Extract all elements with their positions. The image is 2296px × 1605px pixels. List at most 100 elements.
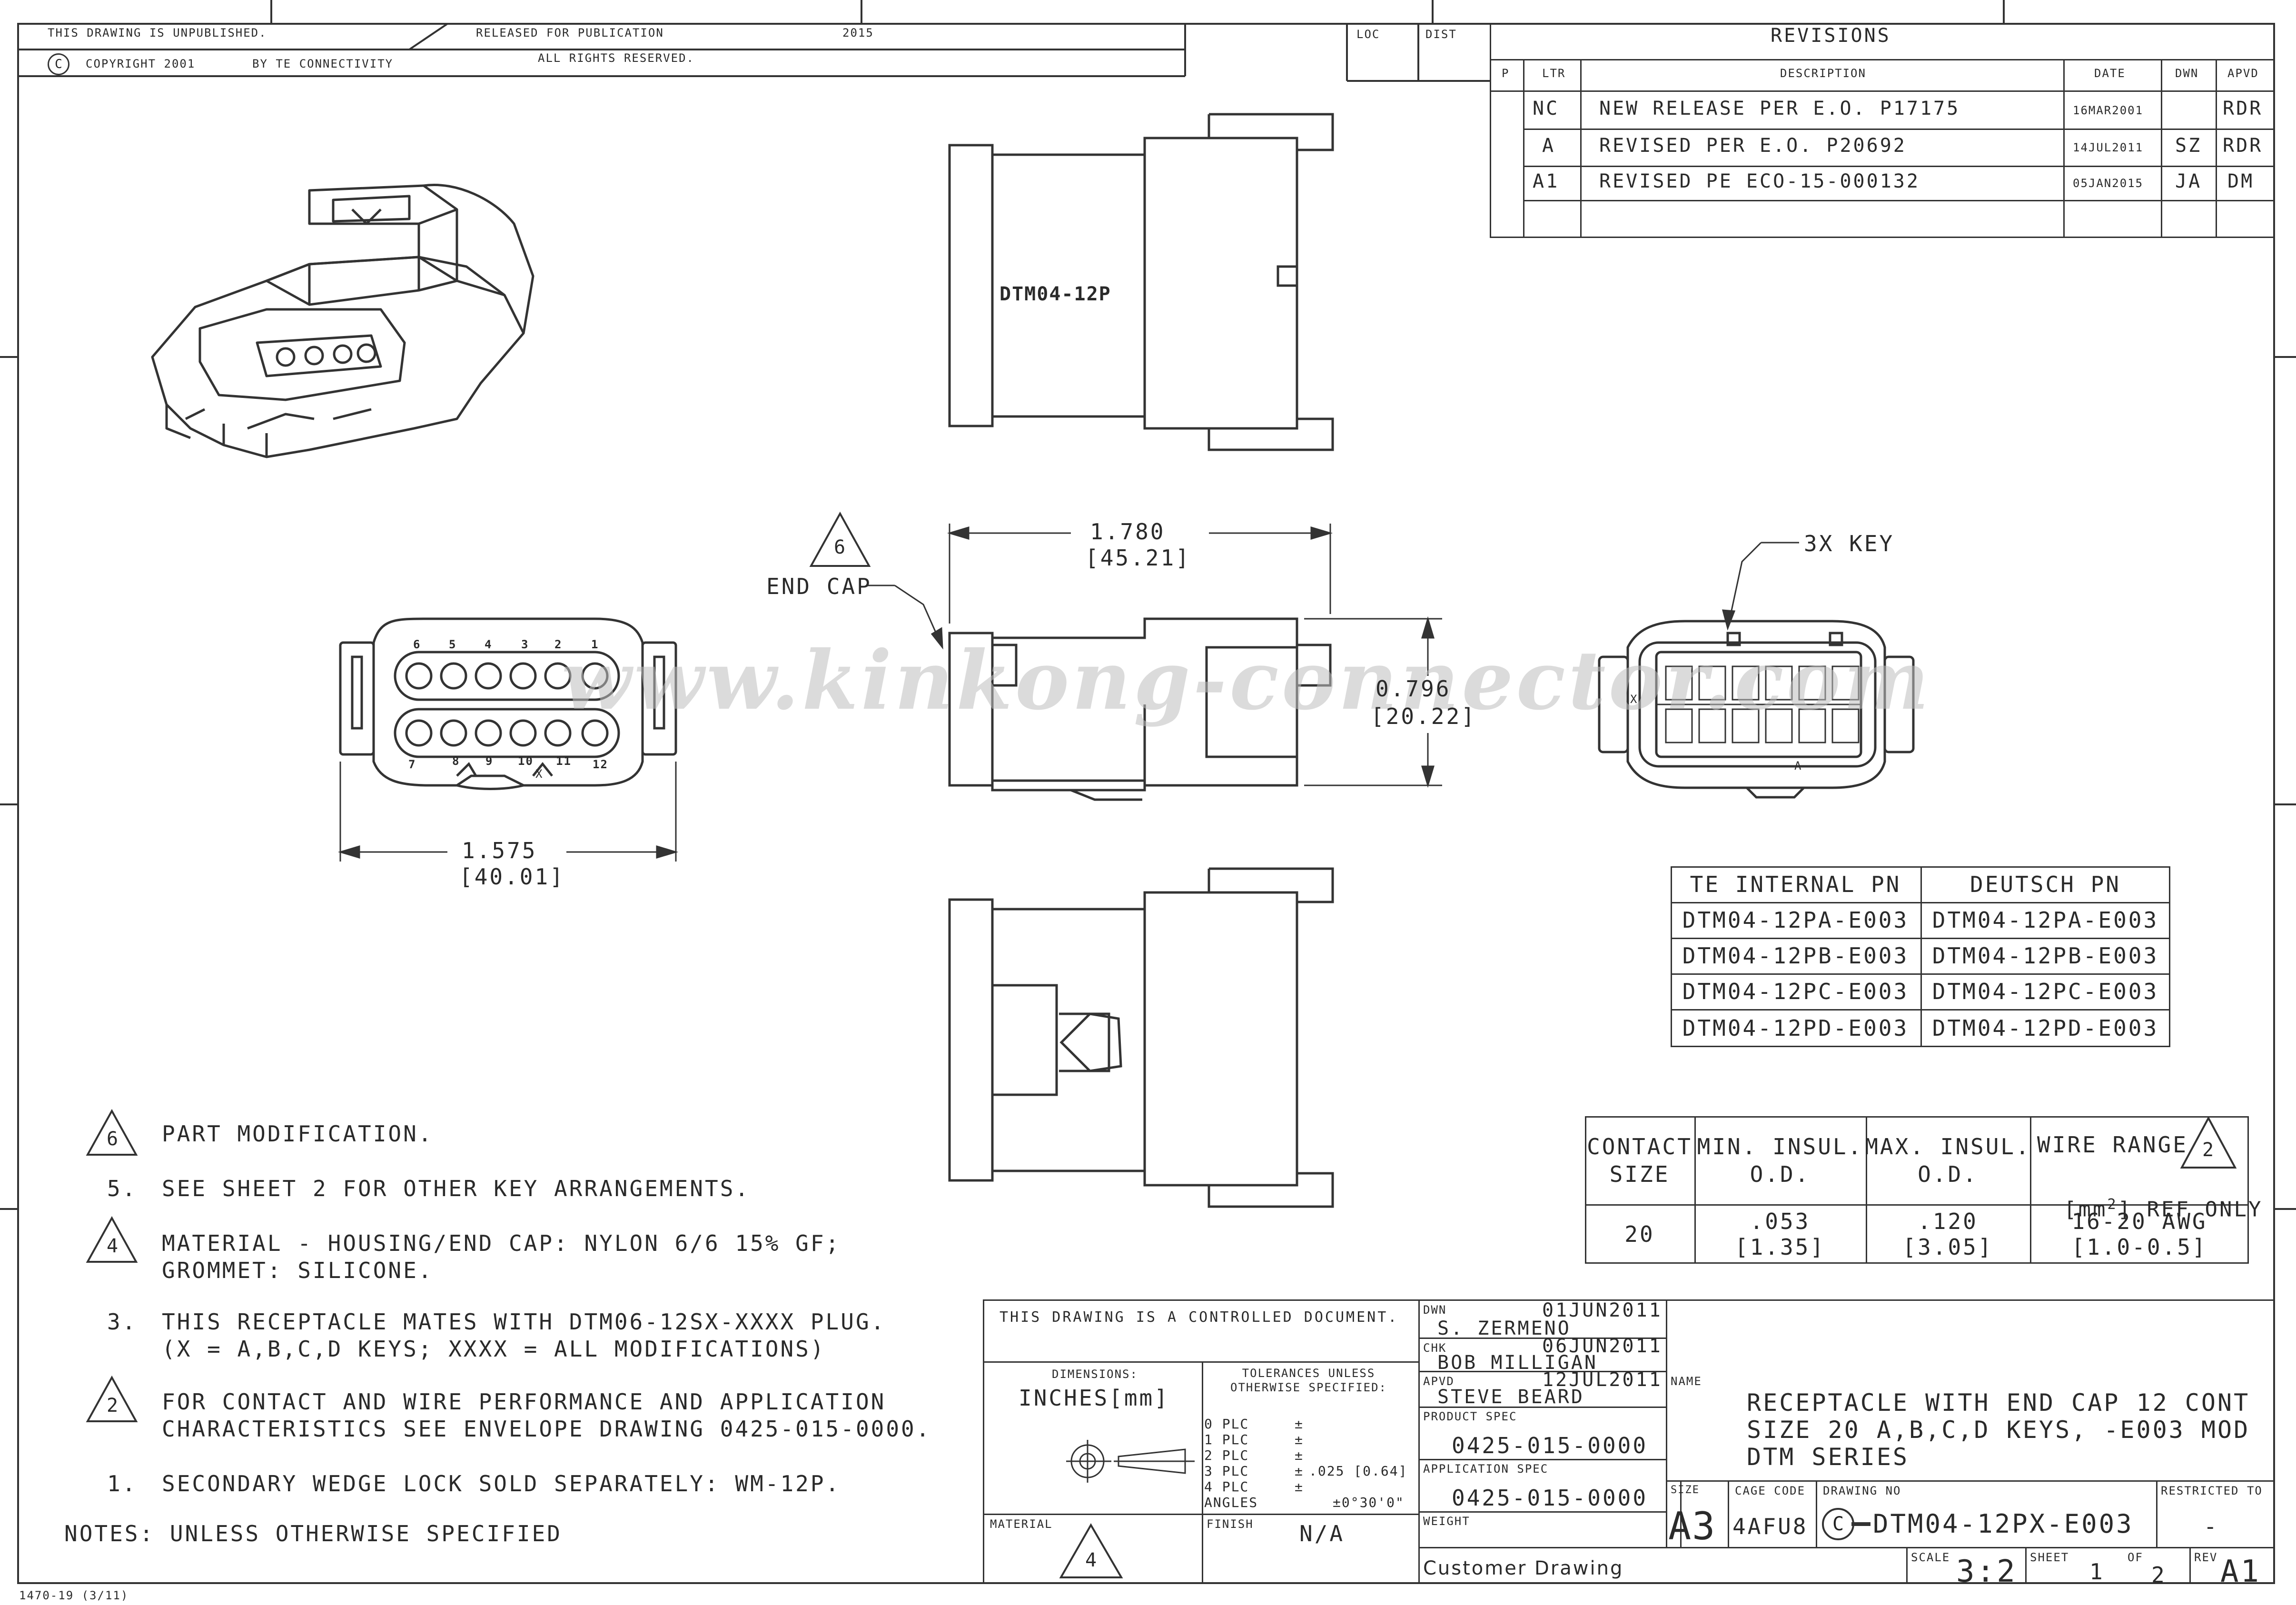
wire-header-contact: CONTACT SIZE <box>1587 1133 1692 1187</box>
pn-row-3-te: DTM04-12PC-E003 <box>1682 979 1909 1004</box>
name-label: NAME <box>1671 1375 1702 1388</box>
pin-12: 12 <box>593 758 608 771</box>
released-label: RELEASED FOR PUBLICATION <box>476 26 664 40</box>
wire-header-units: [mm2] REF ONLY <box>2035 1172 2263 1222</box>
tol-0-pm: ± <box>1295 1416 1304 1432</box>
note-5-text: SEE SHEET 2 FOR OTHER KEY ARRANGEMENTS. <box>162 1176 751 1201</box>
size-value: A3 <box>1668 1504 1716 1548</box>
pin-3: 3 <box>521 638 529 651</box>
pin-8: 8 <box>452 754 460 768</box>
material-note-triangle <box>1059 1523 1123 1578</box>
rev-row-2-apvd: RDR <box>2223 135 2263 157</box>
form-number: 1470-19 (3/11) <box>19 1589 129 1602</box>
pn-row-2-te: DTM04-12PB-E003 <box>1682 943 1909 969</box>
restricted-value: - <box>2204 1514 2219 1539</box>
wire-row-max: .120 [3.05] <box>1902 1209 1993 1260</box>
note-6-text: PART MODIFICATION. <box>162 1121 434 1147</box>
product-spec-label: PRODUCT SPEC <box>1423 1410 1517 1423</box>
note-2-line-2: CHARACTERISTICS SEE ENVELOPE DRAWING 042… <box>162 1416 931 1442</box>
rev-col-p: P <box>1502 67 1510 80</box>
rev-row-1-apvd: RDR <box>2223 98 2263 119</box>
note-6-triangle <box>86 1109 138 1156</box>
dim-height: 0.796 <box>1376 676 1451 702</box>
end-cap-note-triangle <box>809 512 871 567</box>
dist-label: DIST <box>1425 28 1457 41</box>
notes-footer: NOTES: UNLESS OTHERWISE SPECIFIED <box>64 1521 562 1546</box>
note-4-triangle <box>86 1216 138 1263</box>
dwn-name: S. ZERMENO <box>1437 1318 1571 1339</box>
tol-3-pm: ± <box>1295 1463 1304 1479</box>
isometric-view <box>151 184 534 458</box>
note-1-number: 1. <box>107 1471 138 1496</box>
rev-value: A1 <box>2220 1554 2261 1589</box>
dwn-label: DWN <box>1423 1303 1447 1317</box>
part-name-line-1: RECEPTACLE WITH END CAP 12 CONT <box>1747 1389 2250 1417</box>
tol-0-label: 0 PLC <box>1204 1416 1249 1432</box>
wire-row-contact: 20 <box>1624 1221 1655 1247</box>
rear-key-x: X <box>1630 693 1638 706</box>
part-side-label: DTM04-12P <box>1000 283 1111 305</box>
rev-row-2-ltr: A <box>1542 135 1556 157</box>
note-2-number: 2 <box>107 1395 120 1417</box>
pin-1: 1 <box>591 638 599 651</box>
note-3-number: 3. <box>107 1309 138 1335</box>
tol-1-pm: ± <box>1295 1432 1304 1447</box>
revisions-title: REVISIONS <box>1771 25 1891 47</box>
wire-range-note-triangle <box>2180 1116 2237 1169</box>
pn-row-4-deutsch: DTM04-12PD-E003 <box>1932 1015 2159 1041</box>
tol-angles-value: ±0°30'0" <box>1333 1495 1405 1510</box>
revisions-table <box>1490 24 2274 238</box>
apvd-label: APVD <box>1423 1375 1455 1388</box>
wire-table <box>1585 1116 2249 1264</box>
dim-length-mm: [45.21] <box>1085 545 1191 571</box>
key-label: 3X KEY <box>1804 531 1895 556</box>
pn-header-te: TE INTERNAL PN <box>1690 872 1901 897</box>
rev-col-description: DESCRIPTION <box>1780 67 1866 80</box>
scale-label: SCALE <box>1911 1551 1950 1564</box>
dim-length: 1.780 <box>1090 519 1166 545</box>
pin-4: 4 <box>485 638 493 651</box>
tol-3-value: .025 [0.64] <box>1309 1463 1408 1479</box>
tol-3-label: 3 PLC <box>1204 1463 1249 1479</box>
pin-10: 10 <box>518 754 534 768</box>
tol-1-label: 1 PLC <box>1204 1432 1249 1447</box>
controlled-document: THIS DRAWING IS A CONTROLLED DOCUMENT. <box>1000 1309 1399 1326</box>
sheet-label: SHEET <box>2030 1551 2069 1564</box>
bottom-view <box>948 867 1334 1208</box>
wire-header-max: MAX. INSUL. O.D. <box>1865 1133 2031 1187</box>
tol-4-label: 4 PLC <box>1204 1479 1249 1495</box>
note-6-number: 6 <box>107 1128 120 1150</box>
wire-units-sup: 2 <box>2107 1196 2118 1213</box>
tol-2-pm: ± <box>1295 1447 1304 1463</box>
wire-units-post: ] REF ONLY <box>2118 1197 2263 1222</box>
wire-row-min: .053 [1.35] <box>1734 1209 1826 1260</box>
chk-name: BOB MILLIGAN <box>1437 1352 1598 1374</box>
top-view <box>948 113 1334 451</box>
tol-2-label: 2 PLC <box>1204 1447 1249 1463</box>
copyright-symbol: C <box>55 57 62 71</box>
wire-header-range: WIRE RANGE <box>2037 1132 2188 1158</box>
apvd-date: 12JUL2011 <box>1542 1369 1663 1391</box>
drawing-no-value: DTM04-12PX-E003 <box>1873 1509 2134 1539</box>
projection-symbol-icon <box>1066 1440 1195 1483</box>
unpublished-label: THIS DRAWING IS UNPUBLISHED. <box>48 26 267 40</box>
customer-drawing: Customer Drawing <box>1423 1557 1624 1579</box>
scale-value: 3:2 <box>1956 1554 2017 1589</box>
note-3-line-1: THIS RECEPTACLE MATES WITH DTM06-12SX-XX… <box>162 1309 886 1335</box>
tolerances-title: TOLERANCES UNLESS OTHERWISE SPECIFIED: <box>1230 1367 1387 1394</box>
finish-label: FINISH <box>1207 1517 1254 1531</box>
pn-header-deutsch: DEUTSCH PN <box>1970 872 2121 897</box>
rev-col-date: DATE <box>2094 67 2126 80</box>
wire-range-note-number: 2 <box>2202 1139 2216 1161</box>
end-cap-note-number: 6 <box>834 536 848 558</box>
application-spec-value: 0425-015-0000 <box>1452 1485 1648 1511</box>
of-label: OF <box>2128 1551 2143 1564</box>
cage-code-value: 4AFU8 <box>1732 1514 1808 1539</box>
end-cap-label: END CAP <box>766 574 872 599</box>
pin-2: 2 <box>554 638 563 651</box>
release-year: 2015 <box>842 26 874 40</box>
pn-row-1-deutsch: DTM04-12PA-E003 <box>1932 907 2159 933</box>
apvd-name: STEVE BEARD <box>1437 1386 1584 1408</box>
rights-label: ALL RIGHTS RESERVED. <box>538 51 694 65</box>
